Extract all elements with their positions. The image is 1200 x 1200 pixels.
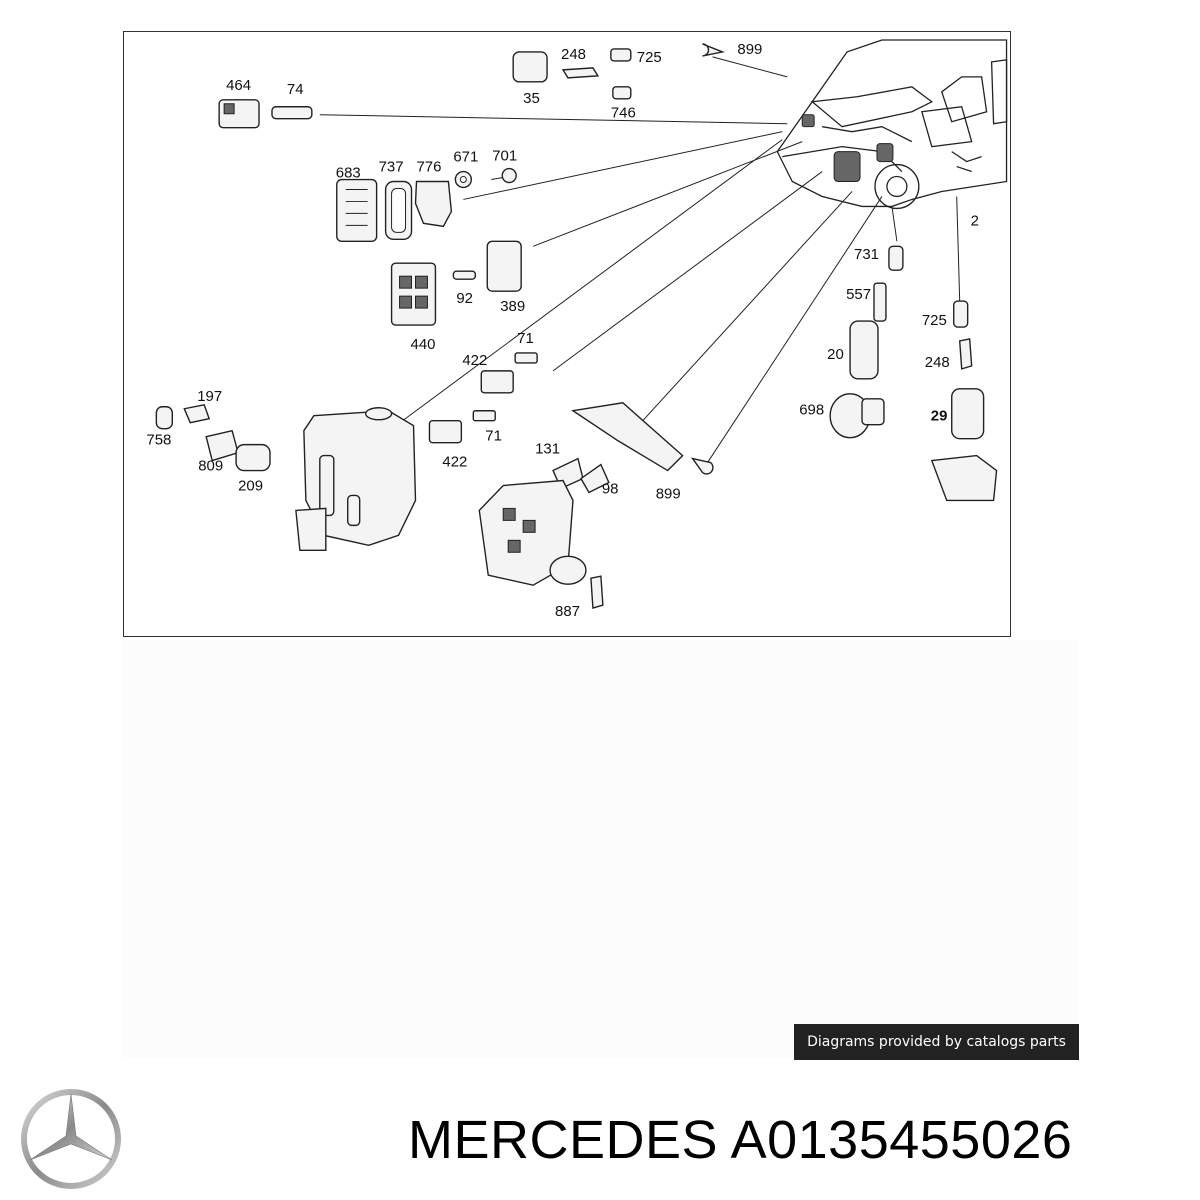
credit-badge: Diagrams provided by catalogs parts	[794, 1024, 1079, 1060]
blank-panel	[123, 640, 1078, 1058]
callout-98: 98	[602, 480, 619, 497]
callout-557: 557	[846, 286, 871, 303]
part-title: MERCEDES A0135455026	[408, 1108, 1072, 1172]
callout-725: 725	[637, 49, 662, 66]
parts-diagram: 464 74 35 248 725 746 899 683 737 776 67…	[123, 31, 1011, 637]
exploded-view-illustration: 464 74 35 248 725 746 899 683 737 776 67…	[146, 39, 1008, 620]
callout-725: 725	[922, 312, 947, 329]
callout-464: 464	[226, 77, 251, 94]
mercedes-star-logo-icon	[21, 1089, 121, 1189]
callout-776: 776	[416, 159, 441, 176]
callout-35: 35	[523, 90, 540, 107]
callout-887: 887	[555, 603, 580, 620]
callout-671: 671	[453, 149, 478, 166]
callout-20: 20	[827, 346, 844, 363]
part-number: A0135455026	[730, 1110, 1073, 1170]
leader-lines	[319, 56, 961, 463]
callout-74: 74	[287, 81, 304, 98]
vehicle-outline	[776, 39, 1008, 210]
callout-698: 698	[799, 402, 824, 419]
callout-683: 683	[336, 165, 361, 182]
callout-71: 71	[485, 428, 502, 445]
callout-209: 209	[238, 477, 263, 494]
callout-248: 248	[925, 354, 950, 371]
callout-731: 731	[854, 246, 879, 263]
callout-701: 701	[492, 148, 517, 165]
callout-92: 92	[456, 290, 473, 307]
callout-422: 422	[442, 454, 467, 471]
callout-248: 248	[561, 46, 586, 63]
callout-758: 758	[146, 432, 171, 449]
callout-422: 422	[462, 352, 487, 369]
callout-389: 389	[500, 298, 525, 315]
parts-group	[155, 43, 998, 610]
callout-737: 737	[379, 159, 404, 176]
callout-440: 440	[411, 336, 436, 353]
callout-197: 197	[197, 388, 222, 405]
callout-809: 809	[198, 458, 223, 475]
brand-name: MERCEDES	[408, 1110, 719, 1170]
callout-899: 899	[737, 41, 762, 58]
callout-2: 2	[971, 212, 979, 229]
callout-746: 746	[611, 105, 636, 122]
callout-29: 29	[931, 408, 948, 425]
callout-131: 131	[535, 441, 560, 458]
callout-labels: 464 74 35 248 725 746 899 683 737 776 67…	[146, 41, 979, 620]
callout-71: 71	[517, 330, 534, 347]
callout-899: 899	[656, 485, 681, 502]
